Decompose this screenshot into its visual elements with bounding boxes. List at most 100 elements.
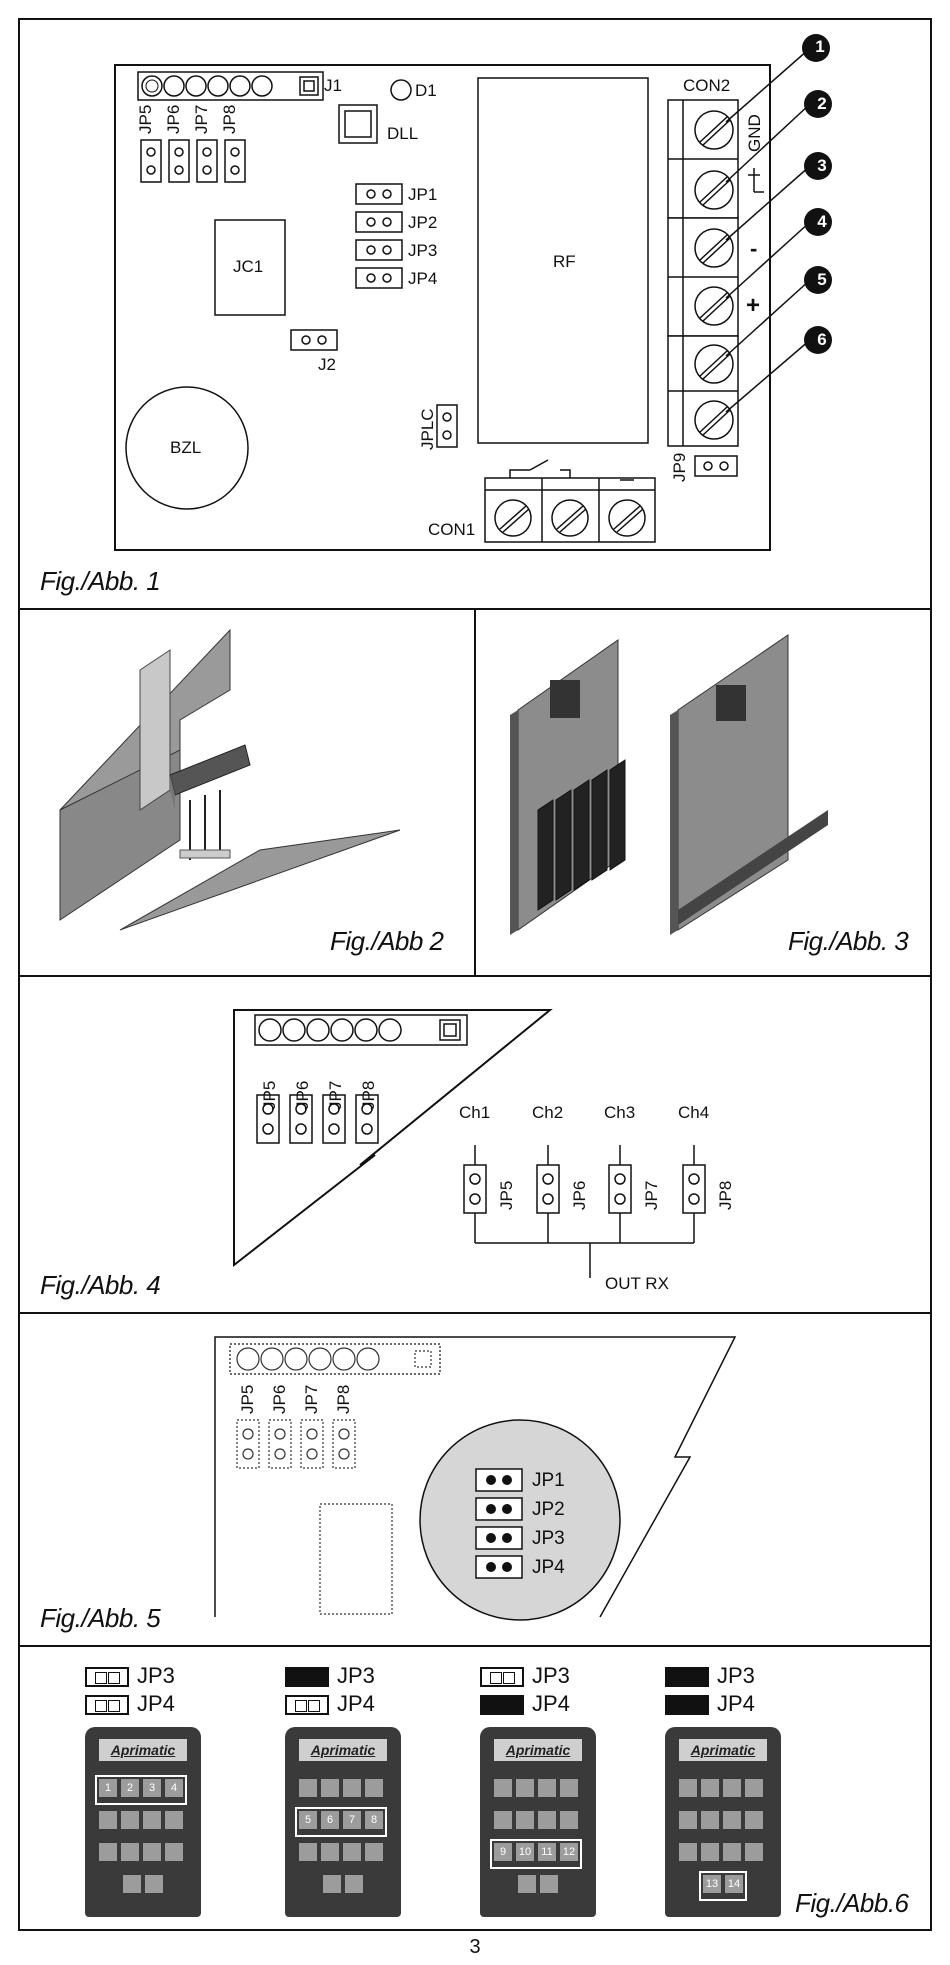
fig5-caption: Fig./Abb. 5 xyxy=(40,1603,161,1633)
fig1-callouts xyxy=(802,34,832,354)
remote-key-3: 3 xyxy=(143,1779,161,1797)
fig1-callout-4: 4 xyxy=(817,212,827,231)
fig4-caption: Fig./Abb. 4 xyxy=(40,1270,161,1300)
fig1-label-bzl: BZL xyxy=(170,438,202,457)
fig1-label-jp7: JP7 xyxy=(192,104,211,134)
remote-key-13 xyxy=(123,1875,141,1893)
fig1-label-jp2: JP2 xyxy=(408,213,438,232)
fig4-label-ch4: Ch4 xyxy=(678,1103,710,1122)
remote-key-12 xyxy=(745,1843,763,1861)
remote-key-10 xyxy=(321,1843,339,1861)
remote-key-11 xyxy=(723,1843,741,1861)
key-row xyxy=(514,1871,562,1901)
fig3-caption: Fig./Abb. 3 xyxy=(788,926,909,956)
fig2-illustration xyxy=(59,628,401,931)
remote-brand-label: Aprimatic xyxy=(299,1739,387,1761)
fig5-label-jp6: JP6 xyxy=(270,1384,289,1414)
jumper-indicator-jp4 xyxy=(85,1695,129,1715)
fig1-callout-2: 2 xyxy=(817,94,827,113)
fig1-label-jp1: JP1 xyxy=(408,185,438,204)
fig5-label-jp3: JP3 xyxy=(532,1528,565,1549)
remote-key-2 xyxy=(701,1779,719,1797)
remote-key-6 xyxy=(701,1811,719,1829)
remote-key-10 xyxy=(121,1843,139,1861)
remote-key-13 xyxy=(323,1875,341,1893)
remote-key-6 xyxy=(121,1811,139,1829)
key-row xyxy=(95,1839,187,1869)
remote-key-5: 5 xyxy=(299,1811,317,1829)
fig3-illustration xyxy=(510,634,828,935)
remote-key-3 xyxy=(723,1779,741,1797)
fig1-label-j2: J2 xyxy=(318,355,336,374)
fig1-callout-5: 5 xyxy=(817,270,827,289)
remote-brand-label: Aprimatic xyxy=(679,1739,767,1761)
remote-key-3 xyxy=(538,1779,556,1797)
fig4-label-jp5-ch: JP5 xyxy=(497,1180,516,1210)
key-row xyxy=(490,1775,582,1805)
fig1-label-rf: RF xyxy=(553,252,576,271)
fig4-label-ch3: Ch3 xyxy=(604,1103,636,1122)
fig5-label-jp2: JP2 xyxy=(532,1499,565,1520)
fig1-label-con2: CON2 xyxy=(683,76,731,95)
remote-brand-label: Aprimatic xyxy=(494,1739,582,1761)
jumper-indicator-jp3 xyxy=(85,1667,129,1687)
fig4-label-jp5: JP5 xyxy=(260,1080,279,1110)
remote-key-1: 1 xyxy=(99,1779,117,1797)
fig1-callout-3: 3 xyxy=(817,156,827,175)
remote-key-2 xyxy=(516,1779,534,1797)
fig4-label-jp7: JP7 xyxy=(326,1080,345,1110)
fig4-label-jp6-ch: JP6 xyxy=(570,1180,589,1210)
key-row xyxy=(295,1839,387,1869)
remote-key-13 xyxy=(518,1875,536,1893)
fig1-label-plus: + xyxy=(746,292,761,319)
remote-key-9 xyxy=(679,1843,697,1861)
fig1-label-con1: CON1 xyxy=(428,520,476,539)
remote-key-8 xyxy=(560,1811,578,1829)
remote-key-12 xyxy=(365,1843,383,1861)
fig6-caption: Fig./Abb.6 xyxy=(795,1888,909,1918)
remote-key-10: 10 xyxy=(516,1843,534,1861)
fig1-label-gnd: GND xyxy=(745,114,764,152)
remote-key-12 xyxy=(165,1843,183,1861)
fig1-label-jp3: JP3 xyxy=(408,241,438,260)
fig1-label-d1: D1 xyxy=(415,81,437,100)
fig5-label-jp7: JP7 xyxy=(302,1384,321,1414)
fig4-label-ch1: Ch1 xyxy=(459,1103,491,1122)
key-row xyxy=(95,1807,187,1837)
remote-key-2: 2 xyxy=(121,1779,139,1797)
remote-key-14 xyxy=(145,1875,163,1893)
key-row xyxy=(295,1775,387,1805)
jumper-label-jp4: JP4 xyxy=(137,1691,175,1716)
separator-4 xyxy=(18,1645,932,1647)
remote-key-1 xyxy=(494,1779,512,1797)
jumper-indicator-jp3 xyxy=(480,1667,524,1687)
jumper-indicator-jp3 xyxy=(665,1667,709,1687)
remote-key-5 xyxy=(494,1811,512,1829)
fig1-label-jp4: JP4 xyxy=(408,269,438,288)
fig2-fig3-divider xyxy=(474,609,476,975)
page-number: 3 xyxy=(469,1936,481,1958)
fig4-label-jp8: JP8 xyxy=(359,1080,378,1110)
remote-key-11 xyxy=(343,1843,361,1861)
fig4-label-jp6: JP6 xyxy=(293,1080,312,1110)
fig1-label-jp6: JP6 xyxy=(164,104,183,134)
remote-key-3 xyxy=(343,1779,361,1797)
remote-key-11 xyxy=(143,1843,161,1861)
key-row xyxy=(319,1871,367,1901)
fig4-label-jp7-ch: JP7 xyxy=(642,1180,661,1210)
jumper-label-jp4: JP4 xyxy=(337,1691,375,1716)
remote-key-9: 9 xyxy=(494,1843,512,1861)
fig1-label-jp8: JP8 xyxy=(220,104,239,134)
remote-key-4 xyxy=(745,1779,763,1797)
remote-key-14 xyxy=(345,1875,363,1893)
fig4-diagram xyxy=(233,1009,706,1278)
separator-3 xyxy=(18,1312,932,1314)
fig1-label-jp9: JP9 xyxy=(670,452,689,482)
key-row xyxy=(675,1775,767,1805)
key-row xyxy=(119,1871,167,1901)
